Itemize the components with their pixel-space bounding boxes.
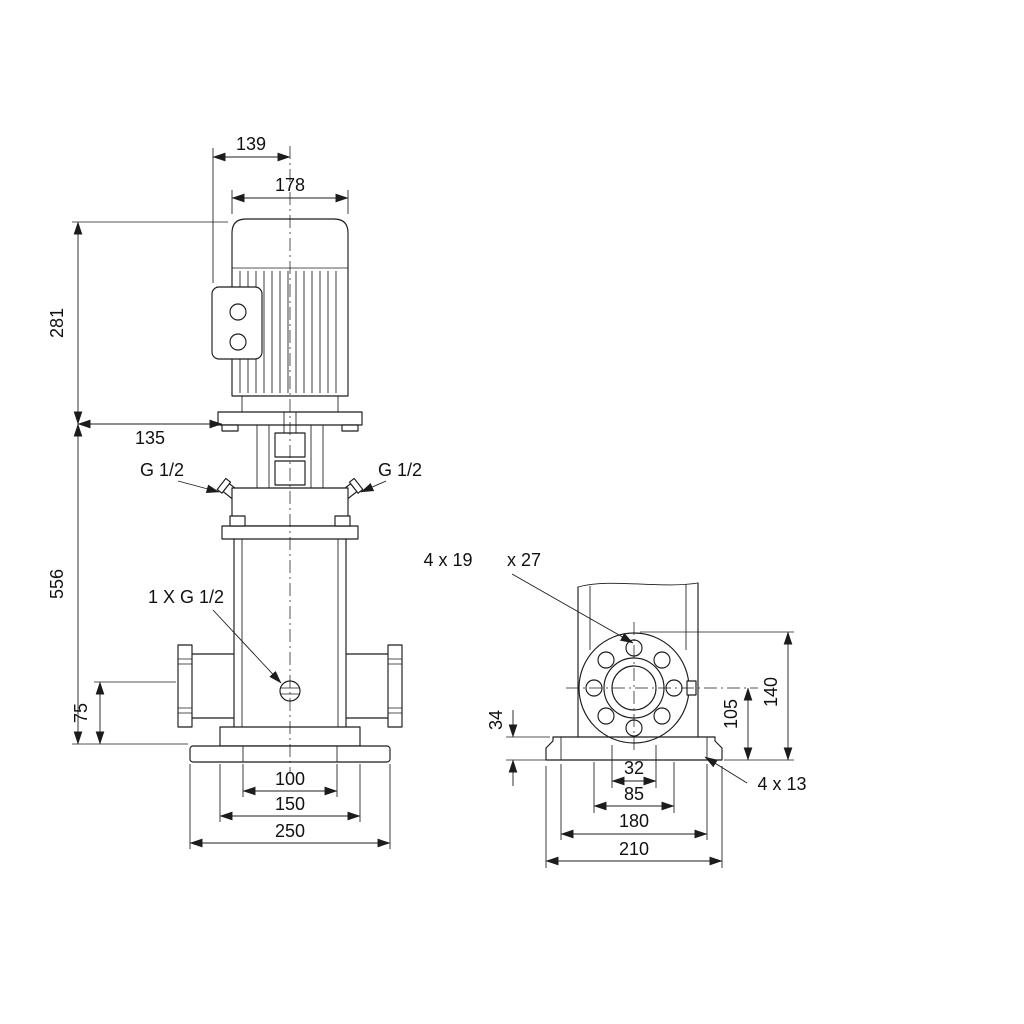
dim-75-label: 75 — [71, 703, 91, 723]
discharge-flange-right — [345, 644, 403, 728]
flange-pipe-left — [191, 653, 235, 719]
leader-drain — [212, 609, 282, 684]
dim-250-label: 250 — [275, 821, 305, 841]
dim-32-label: 32 — [624, 758, 644, 778]
base-outline — [545, 736, 723, 761]
drain-label: 1 X G 1/2 — [148, 587, 224, 607]
dim-180-label: 180 — [619, 811, 649, 831]
flange-hole-callout-depth: x 27 — [507, 550, 541, 570]
dim-178-label: 178 — [275, 175, 305, 195]
stool-neck — [241, 396, 339, 412]
flange-bolt-marks-right — [388, 658, 402, 714]
suction-flange-left — [177, 644, 235, 728]
shaft-lines — [283, 412, 297, 433]
dim-135-label: 135 — [135, 428, 165, 448]
extension-lines-side — [506, 631, 794, 868]
flange-face-left — [177, 644, 193, 728]
motor — [211, 218, 349, 397]
motor-stool — [217, 396, 363, 432]
dim-210-label: 210 — [619, 839, 649, 859]
base-hole-callout: 4 x 13 — [757, 774, 806, 794]
cable-entry-bottom — [229, 333, 247, 351]
dim-140-label: 140 — [761, 677, 781, 707]
leader-base-holes — [704, 756, 748, 784]
flange-pipe-right — [345, 653, 389, 719]
tie-rod-nut-right — [334, 515, 351, 527]
port-label-left: G 1/2 — [140, 460, 184, 480]
dim-150-label: 150 — [275, 794, 305, 814]
flange-face-right — [387, 644, 403, 728]
terminal-box — [211, 286, 263, 360]
port-label-right: G 1/2 — [378, 460, 422, 480]
stool-foot-left — [221, 424, 239, 432]
base-bolt-lines — [242, 746, 338, 762]
leader-flange-holes — [511, 573, 634, 644]
dim-139-label: 139 — [236, 134, 266, 154]
tie-rod-nut-left — [229, 515, 246, 527]
cable-entry-top — [229, 303, 247, 321]
dim-281-label: 281 — [47, 308, 67, 338]
front-view-dimensions: 139 178 281 135 556 75 G 1/2 G 1/2 1 X G… — [47, 134, 422, 849]
side-view — [545, 582, 758, 761]
front-view — [177, 146, 403, 772]
side-view-dimensions: 4 x 19 x 27 34 105 140 32 85 180 210 4 x… — [423, 550, 807, 868]
base-bolt-boss-lines — [560, 737, 708, 760]
dim-100-label: 100 — [275, 769, 305, 789]
flange-hole-callout-size: 4 x 19 — [423, 550, 472, 570]
dim-85-label: 85 — [624, 784, 644, 804]
dim-556-label: 556 — [47, 569, 67, 599]
column-break-line — [577, 582, 699, 588]
mounting-base — [545, 736, 723, 761]
leader-port-left — [177, 480, 220, 493]
leader-port-right — [360, 480, 387, 493]
dim-34-label: 34 — [486, 710, 506, 730]
flange-bolt-marks-left — [178, 658, 192, 714]
stool-foot-right — [341, 424, 359, 432]
dim-105-label: 105 — [721, 699, 741, 729]
chamber-inner-walls — [241, 539, 339, 727]
lantern-posts — [256, 425, 324, 488]
